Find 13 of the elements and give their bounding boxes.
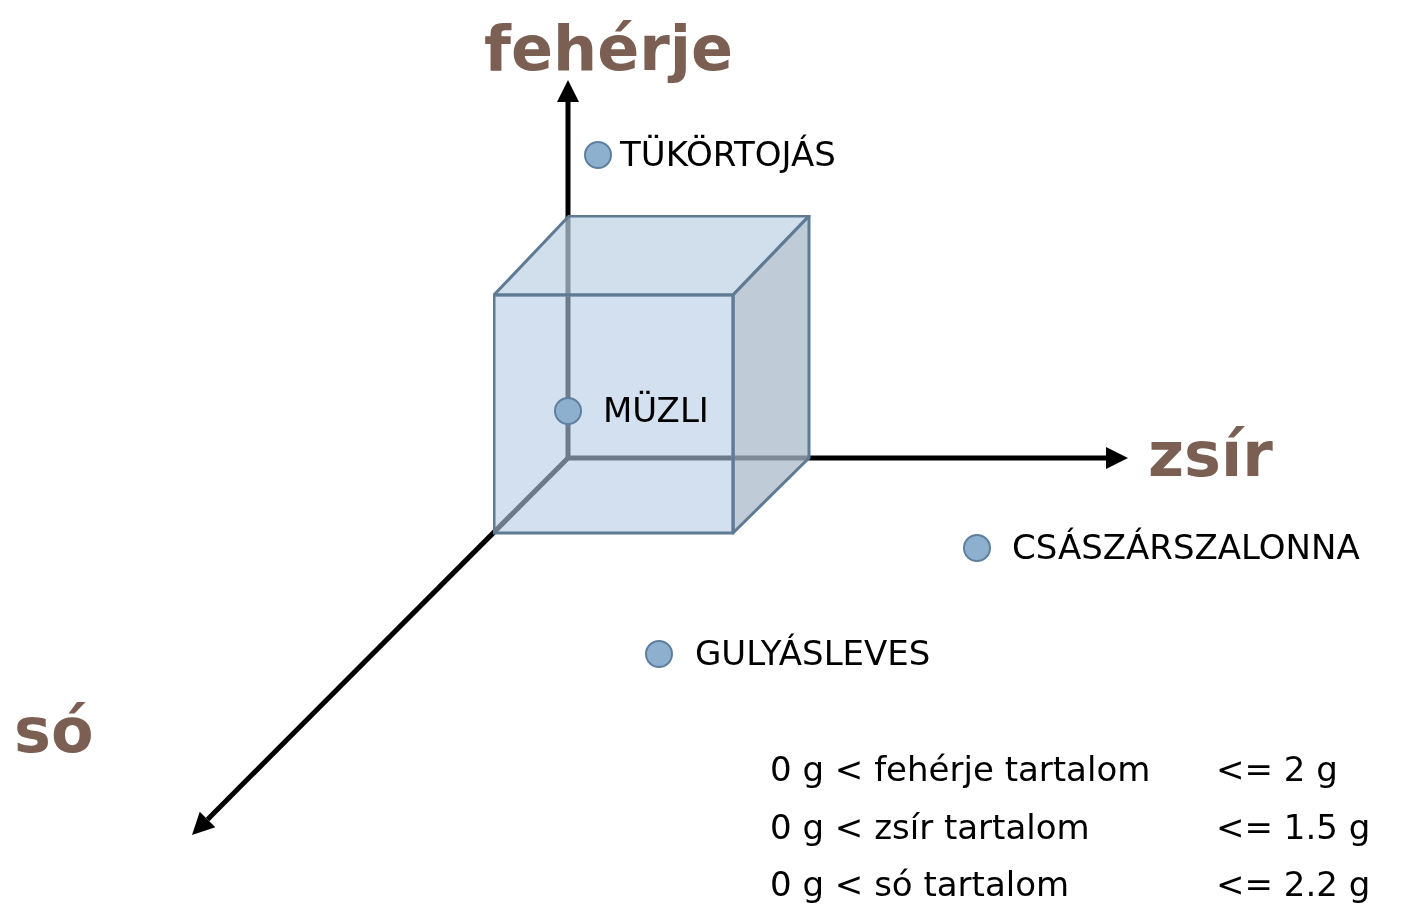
condition-text: 0 g < fehérje tartalom bbox=[770, 752, 1151, 786]
data-point bbox=[584, 141, 612, 169]
cube-drawing bbox=[493, 215, 811, 535]
limit-value: <= 1.5 g bbox=[1216, 810, 1371, 844]
data-point bbox=[963, 534, 991, 562]
data-point bbox=[645, 640, 673, 668]
axis-label: zsír bbox=[1148, 424, 1273, 486]
condition-text: 0 g < zsír tartalom bbox=[770, 810, 1090, 844]
axis-label: só bbox=[14, 700, 94, 762]
data-point bbox=[554, 397, 582, 425]
limit-value: <= 2.2 g bbox=[1216, 867, 1371, 901]
limit-value: <= 2 g bbox=[1216, 752, 1338, 786]
condition-text: 0 g < só tartalom bbox=[770, 867, 1070, 901]
